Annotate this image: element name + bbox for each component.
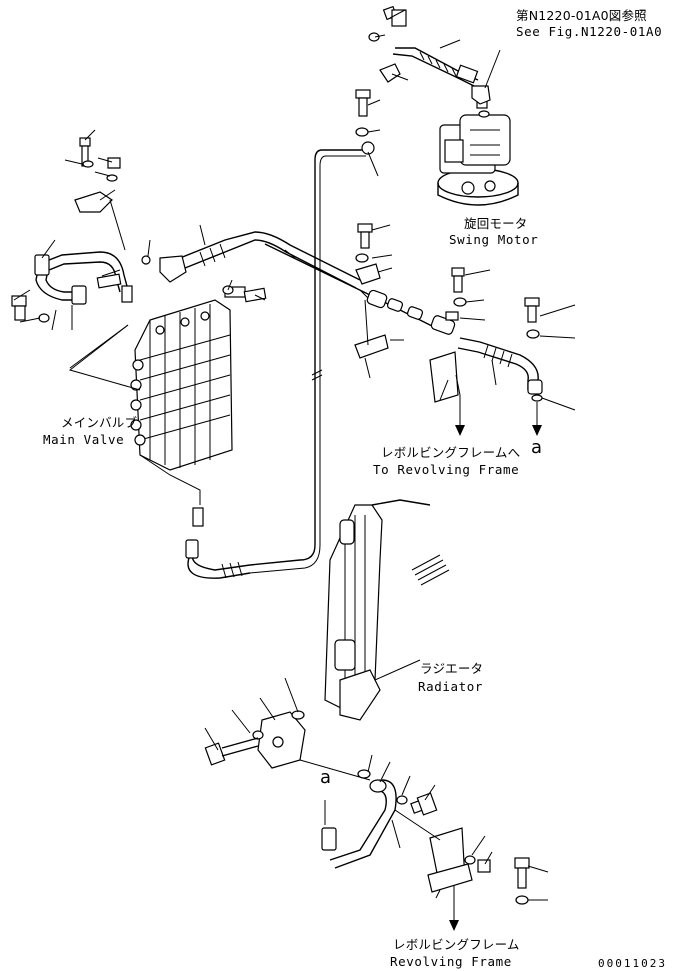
ref-a-lower: a: [320, 767, 332, 788]
main-valve-label-jp: メインバルブ: [61, 415, 138, 430]
middle-pipe-assembly: [264, 223, 543, 436]
central-pipe: [249, 149, 366, 574]
see-fig-label-jp: 第N1220-01A0図参照: [516, 8, 647, 23]
radiator-label-en: Radiator: [418, 679, 484, 694]
lower-block: [204, 710, 371, 781]
swing-motor-elbow: [471, 85, 491, 118]
swing-motor: [437, 89, 519, 206]
top-bolts: [355, 5, 407, 155]
revolving-frame-label-en: Revolving Frame: [390, 954, 512, 969]
lower-elbow-pipe: [321, 779, 530, 931]
left-pipe-assembly: [34, 251, 133, 305]
to-revolving-frame-label-jp: レボルビングフレームへ: [381, 445, 521, 460]
revolving-frame-label-jp: レボルビングフレーム: [393, 937, 520, 952]
swing-motor-hose: [392, 47, 479, 87]
main-valve-label-en: Main Valve: [43, 432, 125, 447]
see-fig-label-en: See Fig.N1220-01A0: [516, 24, 663, 39]
to-revolving-frame-label-en: To Revolving Frame: [373, 462, 520, 477]
main-valve-lower-hose: [139, 454, 251, 579]
main-valve-upper-hose: [141, 231, 361, 289]
leader-lines: [13, 9, 576, 901]
radiator-unit: [324, 499, 450, 721]
drawing-number: 00011023: [598, 957, 667, 970]
left-clamp: [11, 137, 267, 323]
main-valve-body: [68, 299, 233, 471]
radiator-label-jp: ラジエータ: [420, 661, 484, 676]
ref-a-upper: a: [531, 437, 543, 458]
swing-motor-label-jp: 旋回モータ: [464, 216, 528, 231]
swing-motor-label-en: Swing Motor: [449, 232, 539, 247]
